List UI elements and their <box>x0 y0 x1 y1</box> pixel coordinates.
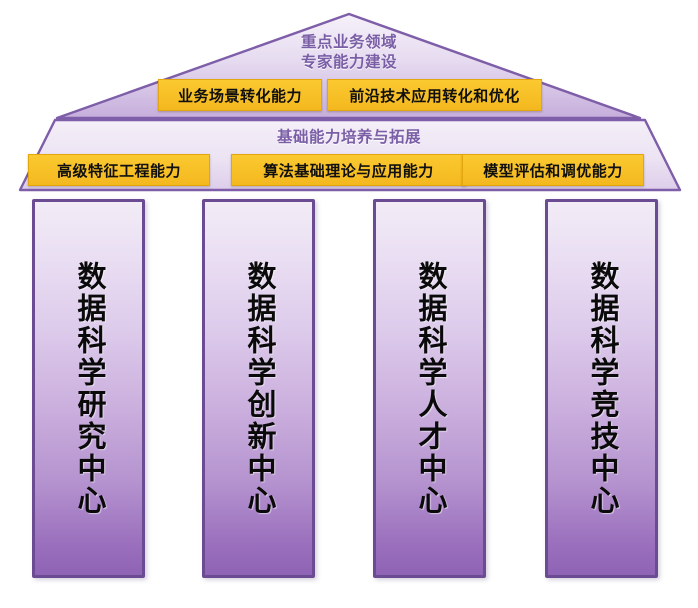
pillar-research-center[interactable]: 数据科学研究中心 <box>32 199 145 578</box>
pillar-label: 数据科学竞技中心 <box>586 260 618 517</box>
capability-chip-feature-engineering[interactable]: 高级特征工程能力 <box>28 154 210 186</box>
pillar-talent-center[interactable]: 数据科学人才中心 <box>373 199 486 578</box>
pillar-competition-center[interactable]: 数据科学竞技中心 <box>545 199 658 578</box>
capability-chip-frontier-tech[interactable]: 前沿技术应用转化和优化 <box>327 79 542 111</box>
pillar-label: 数据科学人才中心 <box>414 260 446 517</box>
pillar-label: 数据科学研究中心 <box>73 260 105 517</box>
pillar-innovation-center[interactable]: 数据科学创新中心 <box>202 199 315 578</box>
capability-chip-model-evaluation[interactable]: 模型评估和调优能力 <box>462 154 644 186</box>
capability-chip-algorithm-theory[interactable]: 算法基础理论与应用能力 <box>231 154 466 186</box>
capability-chip-business-scenario[interactable]: 业务场景转化能力 <box>158 79 322 111</box>
pillar-label: 数据科学创新中心 <box>243 260 275 517</box>
